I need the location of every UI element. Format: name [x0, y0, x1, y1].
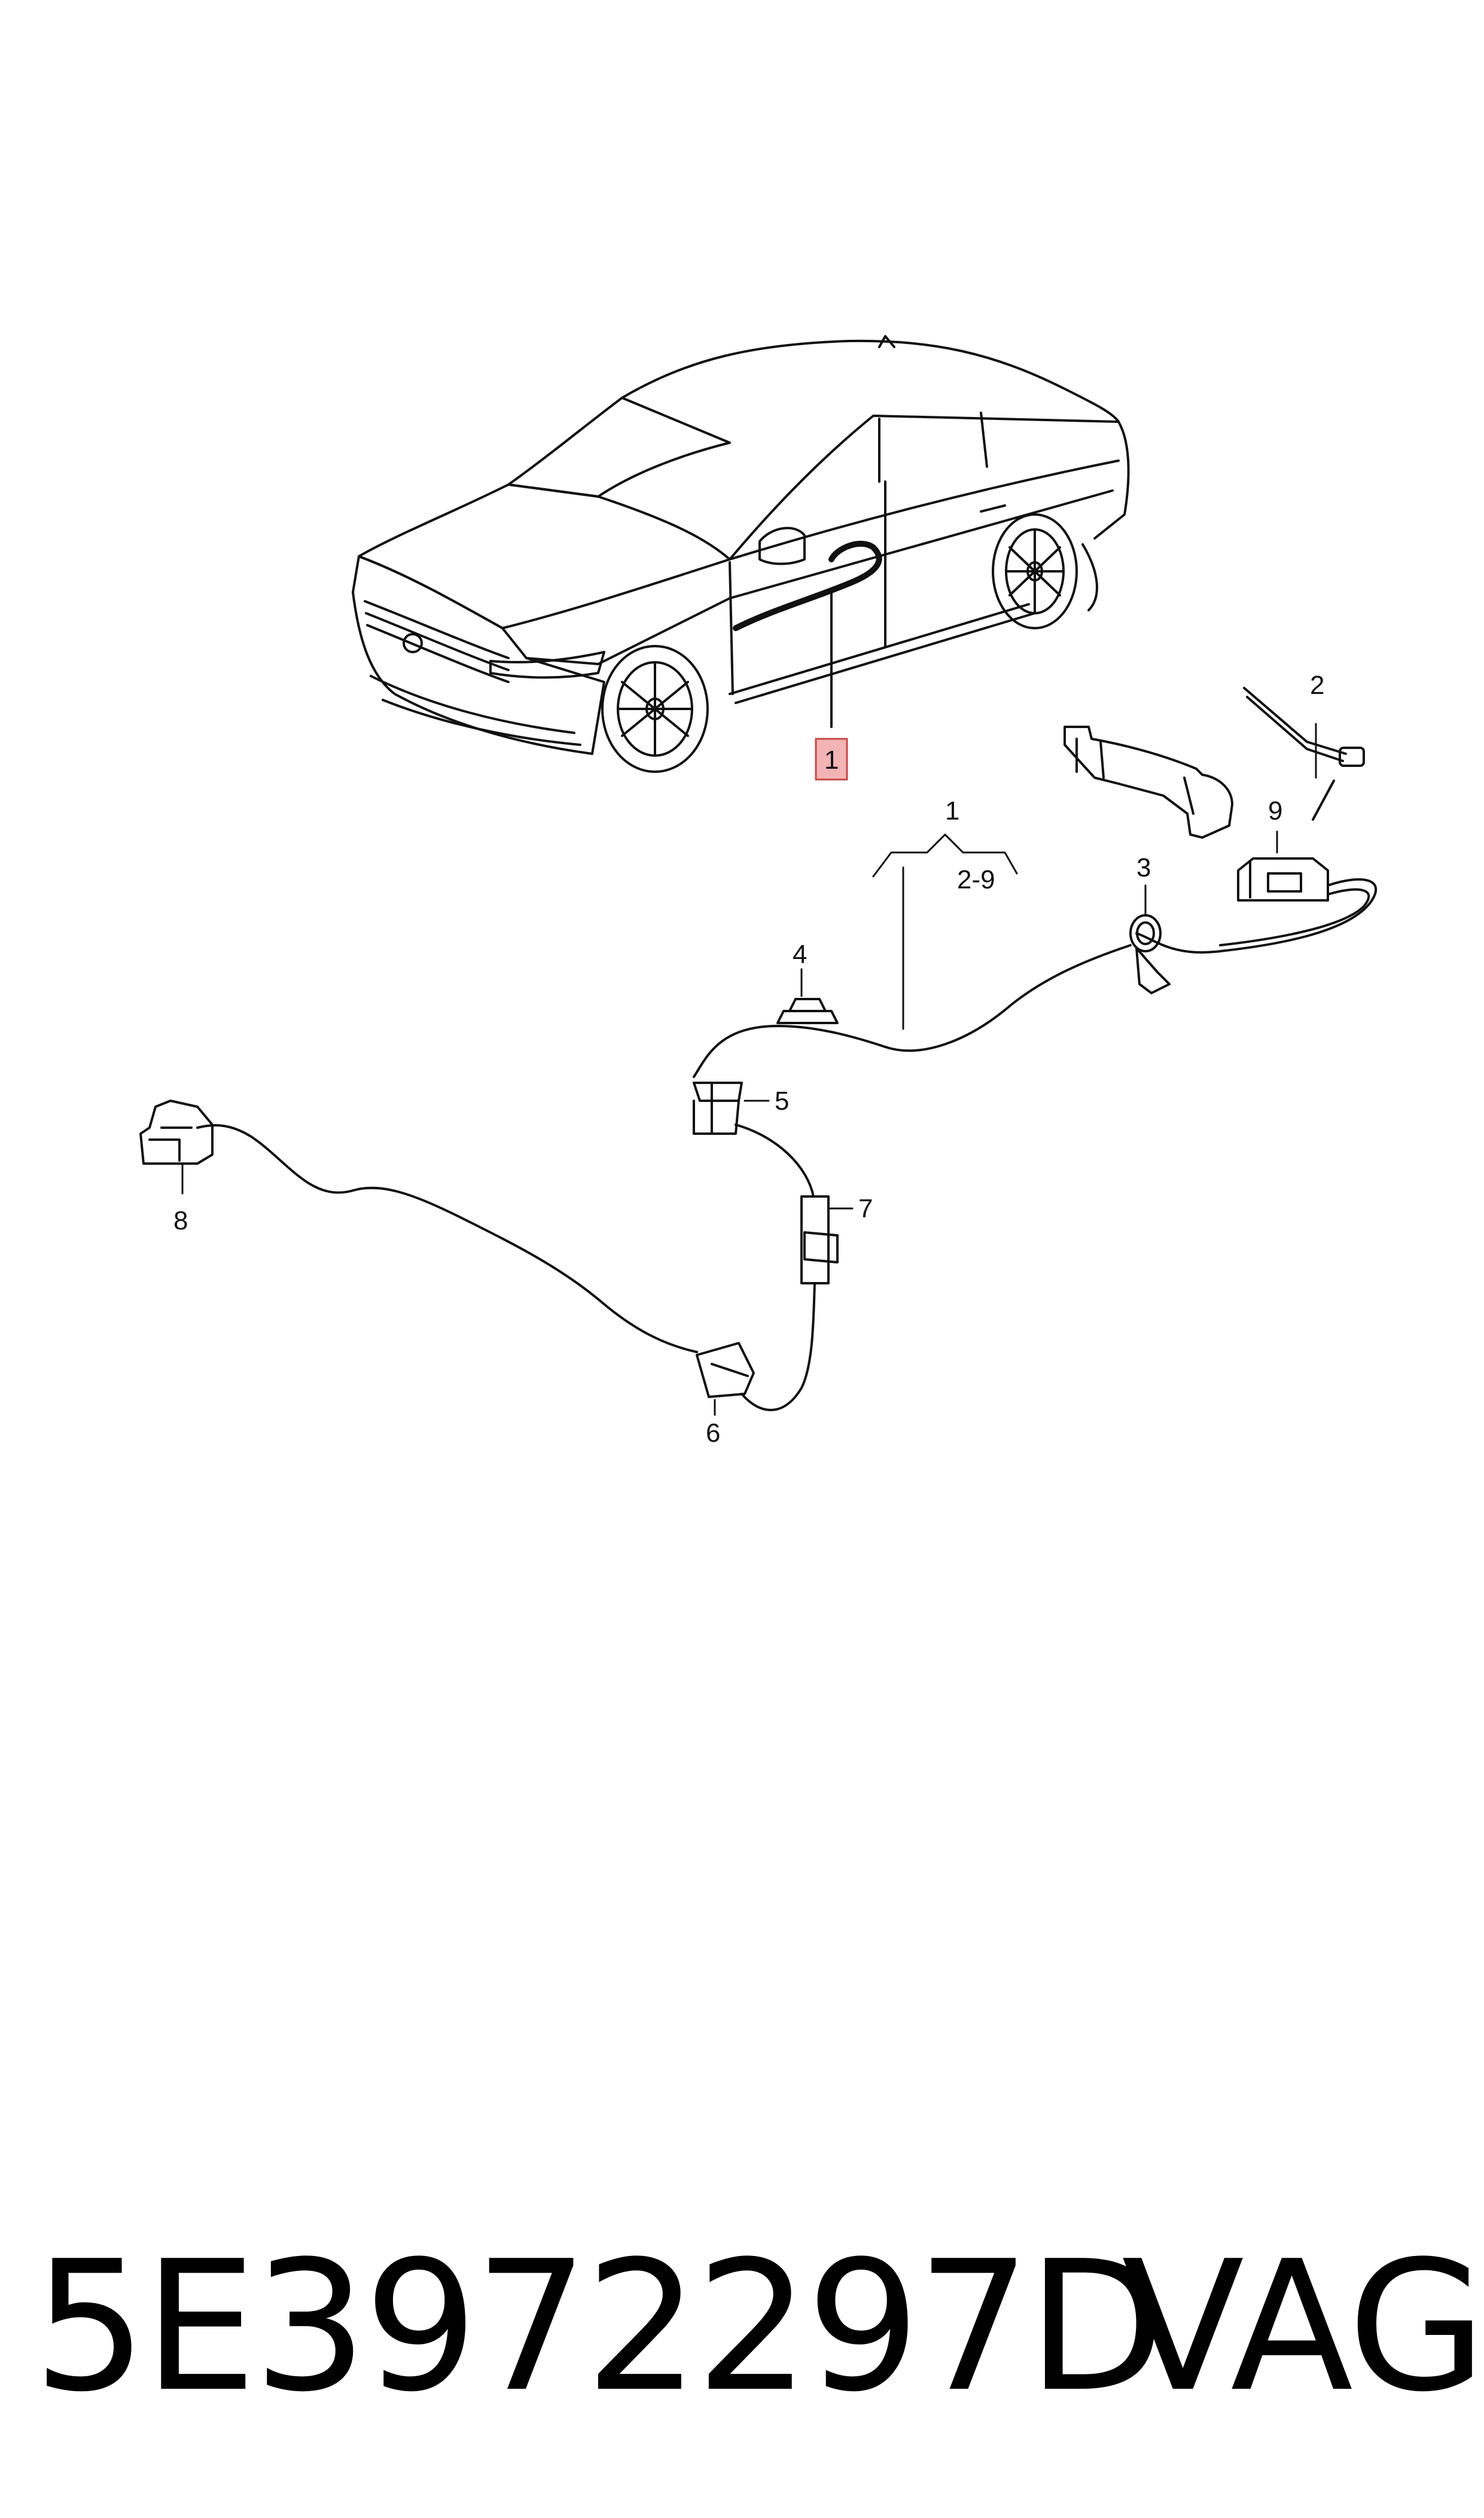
- leader-lines: [181, 723, 1317, 1416]
- callout-car-ref: 1: [824, 745, 839, 775]
- brand-label: VAG: [1122, 2222, 1484, 2431]
- callout-4: 4: [793, 940, 807, 969]
- part-number: 5E3972297D: [33, 2222, 1166, 2431]
- callout-6: 6: [706, 1418, 720, 1448]
- callout-1-range: 2-9: [957, 865, 995, 894]
- callout-3: 3: [1136, 853, 1151, 882]
- door-handle: [1064, 726, 1233, 839]
- callout-8: 8: [173, 1206, 188, 1235]
- callout-7: 7: [858, 1194, 873, 1223]
- wiring-harness: [139, 857, 1378, 1411]
- callout-2: 2: [1310, 671, 1324, 700]
- highlight-box: [815, 738, 848, 781]
- car-sedan-illustration: [352, 335, 1130, 773]
- cable-tie: [1243, 687, 1365, 821]
- callout-9: 9: [1268, 796, 1282, 826]
- callout-5: 5: [775, 1086, 789, 1116]
- callout-1: 1: [945, 796, 959, 826]
